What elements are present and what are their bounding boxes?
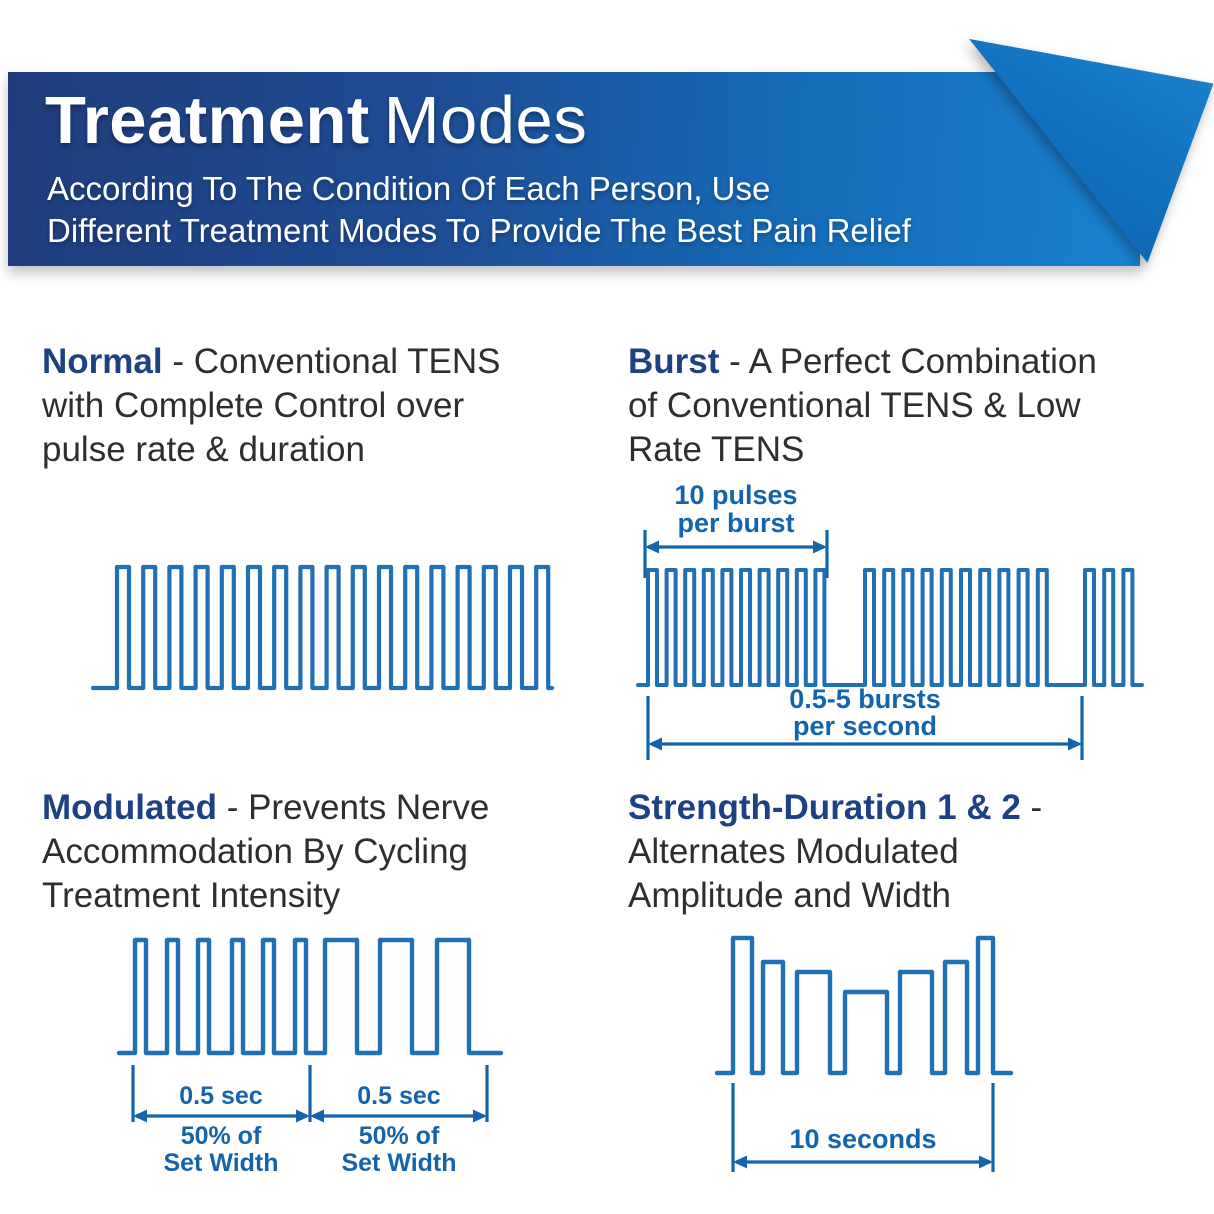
normal-waveform-path [90, 564, 555, 691]
burst-arrowhead-right [813, 540, 827, 554]
modulated-annotation-label: 50% of [359, 1122, 440, 1150]
heading-keyword-modulated: Modulated [42, 788, 217, 827]
burst-arrowhead-left [645, 540, 659, 554]
heading-text-modulated: - Prevents Nerve Accommodation By Cyclin… [42, 788, 490, 915]
strength-duration-waveform-diagram: 10 seconds [715, 935, 1014, 1172]
burst-annotation-label: per burst [677, 508, 794, 538]
heading-text-burst: - A Perfect Combination of Conventional … [628, 342, 1097, 469]
strength-waveform-path [715, 935, 1014, 1076]
heading-text-normal: - Conventional TENS with Complete Contro… [42, 342, 501, 469]
section-heading-burst: Burst - A Perfect Combination of Convent… [628, 340, 1214, 472]
strength-annotation-label: 10 seconds [789, 1124, 936, 1154]
heading-keyword-burst: Burst [628, 342, 720, 381]
page-title-bold: Treatment [45, 83, 370, 158]
modulated-annotation-label: 50% of [181, 1122, 262, 1150]
strength-arrowhead-left [733, 1155, 747, 1169]
heading-keyword-strength: Strength-Duration 1 & 2 [628, 788, 1021, 827]
subtitle-line-1: According To The Condition Of Each Perso… [47, 170, 771, 207]
modulated-annotation-label: Set Width [341, 1149, 456, 1177]
burst-annotation-label: 10 pulses [674, 480, 797, 510]
burst-arrowhead-right [1068, 737, 1082, 751]
normal-waveform-diagram [90, 564, 555, 691]
modulated-waveform-path [116, 937, 504, 1056]
section-heading-modulated: Modulated - Prevents Nerve Accommodation… [42, 786, 602, 918]
ribbon-fold-arrow [958, 28, 1214, 270]
page-subtitle: According To The Condition Of Each Perso… [47, 168, 911, 252]
modulated-arrowhead-left [310, 1109, 324, 1123]
ribbon-fold-arrow-shape [969, 38, 1214, 263]
subtitle-line-2: Different Treatment Modes To Provide The… [47, 212, 911, 249]
modulated-annotation-label: 0.5 sec [357, 1082, 441, 1110]
modulated-arrowhead-right [296, 1109, 310, 1123]
strength-arrowhead-right [979, 1155, 993, 1169]
heading-text-strength: - Alternates Modulated Amplitude and Wid… [628, 788, 1043, 915]
burst-waveform-path [636, 568, 1144, 687]
modulated-arrowhead-right [473, 1109, 487, 1123]
section-heading-normal: Normal - Conventional TENS with Complete… [42, 340, 602, 472]
burst-arrowhead-left [648, 737, 662, 751]
burst-annotation-label: per second [793, 711, 937, 741]
section-heading-strength: Strength-Duration 1 & 2 - Alternates Mod… [628, 786, 1214, 918]
modulated-annotation-label: Set Width [163, 1149, 278, 1177]
heading-keyword-normal: Normal [42, 342, 163, 381]
page-title-regular: Modes [383, 83, 588, 158]
burst-annotation-label: 0.5-5 bursts [789, 684, 941, 714]
modulated-annotation-label: 0.5 sec [179, 1082, 263, 1110]
modulated-arrowhead-left [133, 1109, 147, 1123]
